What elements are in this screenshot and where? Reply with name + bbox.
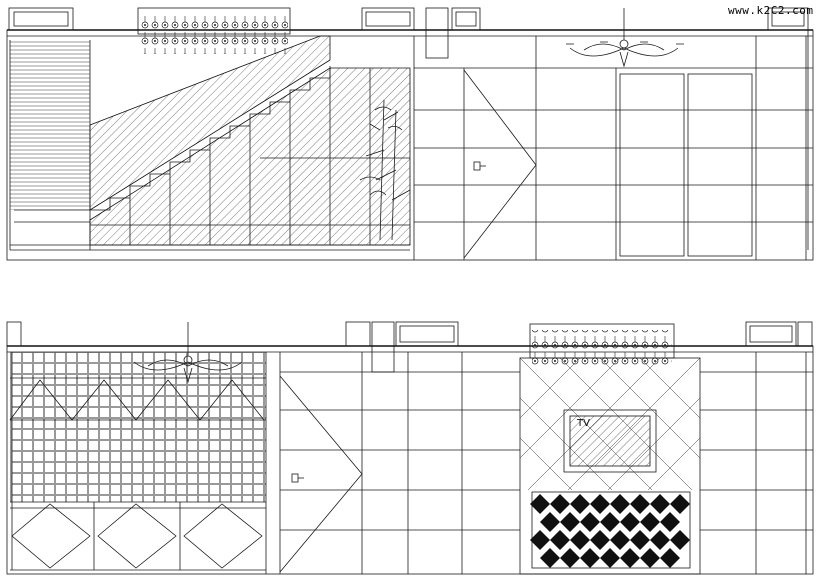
bottom-elevation [6,321,814,575]
door-handle-icon [291,473,299,483]
door-handle-icon [473,161,481,171]
top-elevation [6,7,814,261]
watermark: www.k2C2.com [728,4,814,17]
bamboo-plant-icon [359,99,411,241]
tv-label: TV [577,418,590,429]
chandelier-icon [566,8,684,68]
chandelier-icon [133,322,243,384]
tv-screen [569,415,651,467]
tv-frame [563,409,657,473]
